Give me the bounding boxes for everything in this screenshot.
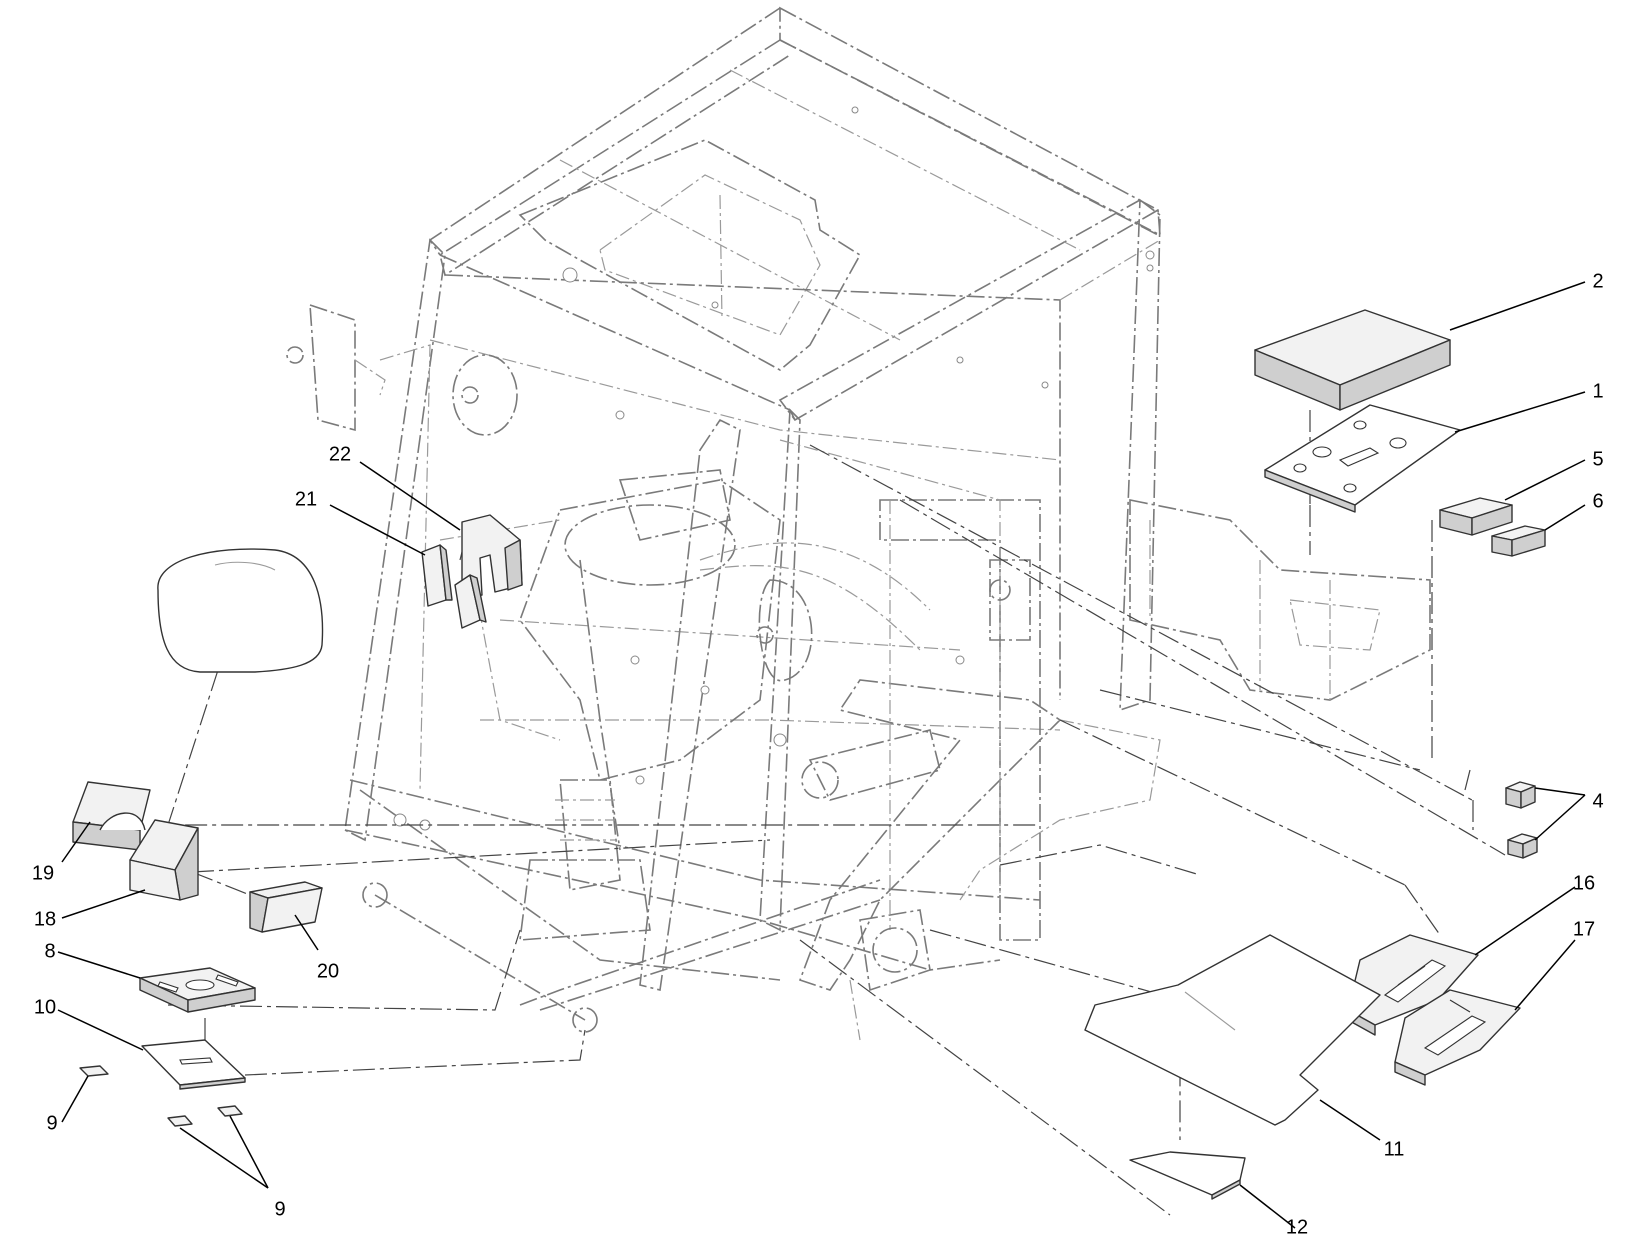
callout-17: 17 xyxy=(1573,918,1595,940)
callout-22: 22 xyxy=(329,443,351,465)
callout-5: 5 xyxy=(1592,448,1603,470)
callout-9: 9 xyxy=(274,1198,285,1220)
part-18-block xyxy=(129,819,199,901)
part-12-mat xyxy=(1129,1151,1246,1200)
part-1-plate xyxy=(1264,404,1461,513)
seat-cushion xyxy=(157,548,324,673)
cab-frame xyxy=(286,6,1431,1041)
part-10-plate xyxy=(141,1039,246,1090)
part-17-tray xyxy=(1394,989,1521,1086)
callout-21: 21 xyxy=(295,488,317,510)
callout-8: 8 xyxy=(44,940,55,962)
callout-11: 11 xyxy=(1384,1138,1405,1160)
part-19-block xyxy=(72,781,151,851)
callout-19: 19 xyxy=(32,862,54,884)
callout-9: 9 xyxy=(46,1112,57,1134)
part-8-plate xyxy=(139,967,256,1013)
callout-labels: 2 1 5 6 22 21 4 19 18 20 8 10 9 9 16 17 … xyxy=(32,270,1604,1238)
callout-2: 2 xyxy=(1592,270,1603,292)
leader-lines xyxy=(57,281,1586,1229)
callout-10: 10 xyxy=(34,996,56,1018)
callout-12: 12 xyxy=(1286,1216,1308,1238)
callout-20: 20 xyxy=(317,960,339,982)
callout-4: 4 xyxy=(1592,790,1603,812)
assembly-lines xyxy=(167,410,1506,1216)
callout-6: 6 xyxy=(1592,490,1603,512)
part-20-block xyxy=(249,881,323,933)
callout-16: 16 xyxy=(1573,872,1595,894)
part-4-pads xyxy=(1505,781,1538,859)
callout-18: 18 xyxy=(34,908,56,930)
part-5-block xyxy=(1439,497,1513,536)
part-9-pads xyxy=(79,1065,243,1127)
part-21-wedges xyxy=(421,544,487,629)
callout-1: 1 xyxy=(1592,380,1603,402)
part-2-pad xyxy=(1254,309,1451,411)
part-6-block xyxy=(1491,525,1546,557)
part-11-floor-mat xyxy=(1084,934,1381,1126)
